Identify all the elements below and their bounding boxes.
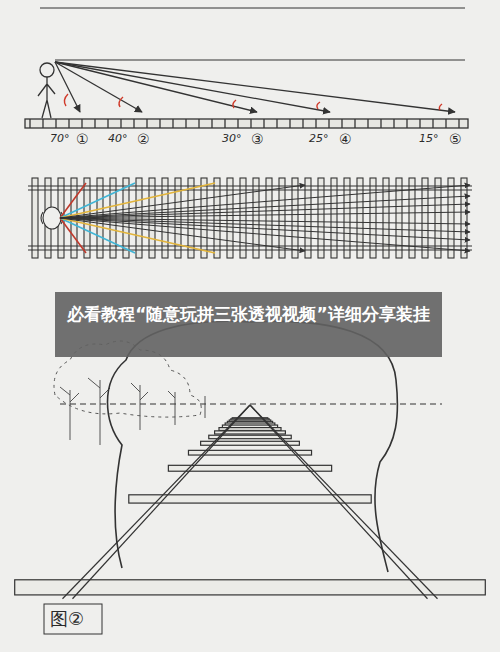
tie — [29, 119, 30, 128]
rail — [63, 405, 251, 599]
callout-number: ② — [137, 132, 150, 146]
tie — [458, 119, 459, 128]
figure-tag-box — [44, 604, 102, 634]
side-view — [25, 8, 468, 128]
tie — [367, 119, 368, 128]
sight-line — [60, 212, 470, 218]
tie — [328, 119, 329, 128]
figure-number: 图② — [50, 610, 84, 628]
tie — [237, 119, 238, 128]
callout-number: ① — [76, 132, 89, 146]
callout-number: ⑤ — [449, 132, 462, 146]
tie — [380, 119, 381, 128]
sight-line — [60, 218, 470, 240]
angle-label: 25° — [309, 133, 329, 144]
perspective-track — [15, 321, 486, 598]
rail — [250, 405, 428, 599]
rail — [73, 405, 251, 599]
angle-label: 70° — [50, 133, 70, 144]
top-view-track — [28, 178, 472, 258]
tie — [120, 119, 121, 128]
sight-line — [60, 204, 470, 218]
tie — [315, 119, 316, 128]
callout-number: ③ — [251, 132, 264, 146]
tie — [159, 119, 160, 128]
tie — [68, 119, 69, 128]
tie — [341, 119, 342, 128]
angle-label: 40° — [108, 133, 128, 144]
tie — [289, 119, 290, 128]
tie — [107, 119, 108, 128]
tie — [250, 119, 251, 128]
tie — [419, 119, 420, 128]
tie — [129, 495, 371, 503]
angle-label: 30° — [222, 133, 242, 144]
sight-line — [60, 196, 470, 218]
banner-text: 必看教程“随意玩拼三张透视视频”详细分享装挂 — [67, 302, 430, 326]
tie — [168, 465, 331, 471]
sight-line — [60, 218, 470, 251]
tie — [81, 119, 82, 128]
tie — [15, 580, 486, 595]
tie — [42, 119, 43, 128]
tie — [133, 119, 134, 128]
tie — [224, 119, 225, 128]
tie — [94, 119, 95, 128]
tie — [263, 119, 264, 128]
tie — [146, 119, 147, 128]
tie — [406, 119, 407, 128]
rail — [250, 405, 438, 599]
callout-number: ④ — [339, 132, 352, 146]
tie — [211, 119, 212, 128]
sight-line — [60, 218, 470, 232]
tie — [432, 119, 433, 128]
tie — [276, 119, 277, 128]
tie — [172, 119, 173, 128]
tie — [55, 119, 56, 128]
tie — [354, 119, 355, 128]
tie — [393, 119, 394, 128]
title-banner: 必看教程“随意玩拼三张透视视频”详细分享装挂 — [55, 292, 442, 357]
angle-label: 15° — [419, 133, 439, 144]
tie — [302, 119, 303, 128]
tie — [185, 119, 186, 128]
sight-line — [60, 185, 470, 218]
tie — [198, 119, 199, 128]
tie — [445, 119, 446, 128]
